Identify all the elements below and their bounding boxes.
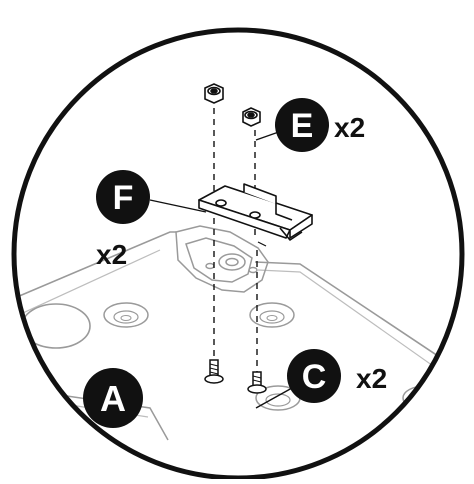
callout-a-badge	[83, 368, 143, 428]
callout-e-badge	[275, 98, 329, 152]
callout-e-letter: E	[291, 107, 314, 145]
callout-f-letter: F	[113, 179, 134, 217]
panel-icon	[14, 225, 462, 441]
panel-edge-right	[254, 261, 462, 381]
callout-a: A	[83, 368, 143, 428]
callout-e-quantity: x2	[334, 112, 365, 143]
detail-circle-border	[11, 27, 465, 481]
callout-c-letter: C	[302, 358, 327, 396]
bracket-icon	[198, 183, 313, 247]
screw-hole-center	[249, 302, 295, 328]
callout-c: C x2	[287, 349, 387, 403]
callout-a-letter: A	[100, 378, 126, 419]
callout-e: E x2	[275, 98, 365, 152]
callout-c-quantity: x2	[356, 363, 387, 394]
assembly-guide-lines	[213, 108, 258, 372]
screw-icon	[204, 359, 224, 384]
callout-f-badge	[96, 170, 150, 224]
screw-icon	[247, 371, 267, 394]
callout-f: F x2	[96, 170, 150, 270]
callout-c-badge	[287, 349, 341, 403]
screw-hole-left	[103, 302, 149, 328]
mounting-boss	[175, 225, 269, 293]
panel-edge-right-lower	[257, 269, 462, 393]
panel-edge-left-lower	[14, 249, 161, 319]
callout-f-quantity: x2	[96, 239, 127, 270]
panel-edge-left	[14, 231, 176, 301]
leader-lines	[149, 127, 293, 409]
nut-icon	[242, 107, 261, 127]
nut-icon	[204, 83, 224, 104]
